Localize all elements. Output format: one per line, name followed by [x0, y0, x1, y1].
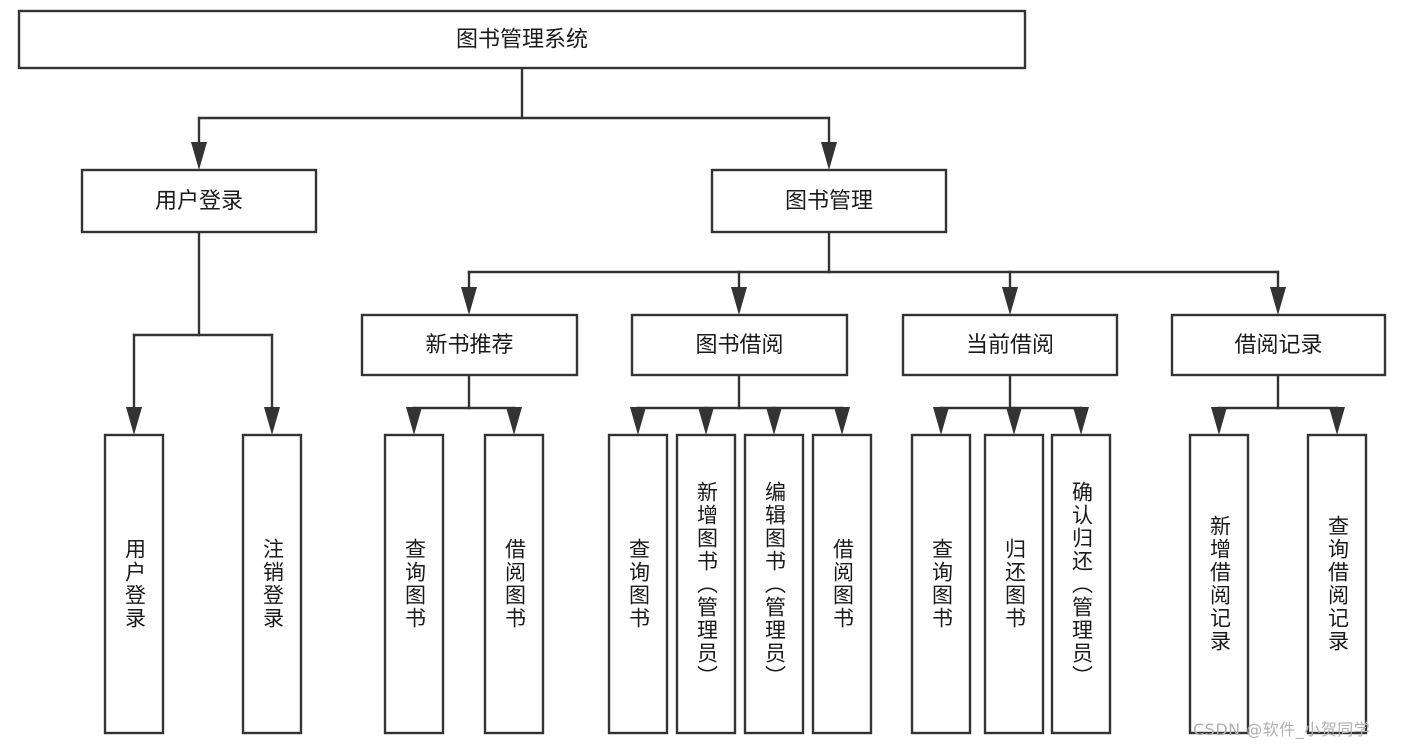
root-node-box[interactable] — [17, 9, 1027, 70]
level3-node-box[interactable] — [630, 313, 849, 377]
leaf-node-box[interactable] — [983, 433, 1045, 735]
connector-arrowhead-2 — [1002, 287, 1018, 315]
watermark-text: CSDN @软件_小贺同学 — [1193, 720, 1371, 739]
level2-node-label: 用户登录 — [155, 189, 243, 214]
leaf-node-box[interactable] — [383, 433, 445, 735]
root-node-0[interactable]: 图书管理系统 — [17, 9, 1027, 70]
leaf-node-4[interactable] — [607, 433, 669, 735]
level2-node-0[interactable]: 用户登录 — [80, 168, 318, 234]
connector-arrowhead-2 — [766, 407, 782, 435]
connector-group-6 — [1211, 373, 1345, 435]
connector-arrowhead-1 — [264, 407, 280, 435]
leaf-node-5[interactable] — [675, 433, 737, 735]
leaf-node-2[interactable] — [383, 433, 445, 735]
leaf-node-7[interactable] — [811, 433, 873, 735]
connector-arrowhead-1 — [821, 142, 837, 170]
connector-group-4 — [630, 373, 850, 435]
connector-arrowhead-3 — [834, 407, 850, 435]
leaf-node-6[interactable] — [743, 433, 805, 735]
connector-arrowhead-0 — [126, 407, 142, 435]
leaf-node-10[interactable] — [1050, 433, 1112, 735]
connector-arrowhead-3 — [1270, 287, 1286, 315]
leaf-node-box[interactable] — [743, 433, 805, 735]
leaf-node-box[interactable] — [1188, 433, 1250, 735]
connector-arrowhead-0 — [933, 407, 949, 435]
level3-node-label: 借阅记录 — [1234, 333, 1322, 358]
connector-group-1 — [126, 230, 280, 435]
leaf-node-box[interactable] — [675, 433, 737, 735]
leaf-node-9[interactable] — [983, 433, 1045, 735]
leaf-node-3[interactable] — [483, 433, 545, 735]
level2-node-box[interactable] — [80, 168, 318, 234]
connector-arrowhead-1 — [1006, 407, 1022, 435]
connector-layer — [126, 66, 1345, 435]
connector-arrowhead-0 — [630, 407, 646, 435]
connector-group-5 — [933, 373, 1089, 435]
connector-arrowhead-1 — [506, 407, 522, 435]
leaf-node-box[interactable] — [910, 433, 972, 735]
level3-node-1[interactable]: 图书借阅 — [630, 313, 849, 377]
level3-node-box[interactable] — [1170, 313, 1387, 377]
connector-group-0 — [191, 66, 837, 170]
level3-node-3[interactable]: 借阅记录 — [1170, 313, 1387, 377]
connector-arrowhead-0 — [191, 142, 207, 170]
level3-node-box[interactable] — [901, 313, 1119, 377]
leaf-node-8[interactable] — [910, 433, 972, 735]
connector-group-3 — [406, 373, 522, 435]
level3-node-label: 图书借阅 — [695, 333, 783, 358]
leaf-node-box[interactable] — [241, 433, 303, 735]
leaf-node-11[interactable] — [1188, 433, 1250, 735]
leaf-node-1[interactable] — [241, 433, 303, 735]
leaf-node-0[interactable] — [103, 433, 165, 735]
connector-arrowhead-0 — [461, 287, 477, 315]
level3-node-0[interactable]: 新书推荐 — [360, 313, 579, 377]
connector-arrowhead-1 — [731, 287, 747, 315]
connector-group-2 — [461, 230, 1286, 315]
level3-node-label: 当前借阅 — [966, 333, 1054, 358]
level2-node-box[interactable] — [710, 168, 948, 234]
connector-arrowhead-1 — [1329, 407, 1345, 435]
connector-arrowhead-0 — [406, 407, 422, 435]
connector-arrowhead-2 — [1073, 407, 1089, 435]
level3-node-2[interactable]: 当前借阅 — [901, 313, 1119, 377]
level3-node-box[interactable] — [360, 313, 579, 377]
connector-arrowhead-0 — [1211, 407, 1227, 435]
leaf-node-box[interactable] — [607, 433, 669, 735]
level2-node-1[interactable]: 图书管理 — [710, 168, 948, 234]
leaf-node-box[interactable] — [811, 433, 873, 735]
level3-node-label: 新书推荐 — [425, 333, 513, 358]
leaf-node-box[interactable] — [1050, 433, 1112, 735]
level2-node-label: 图书管理 — [785, 189, 873, 214]
leaf-node-12[interactable] — [1306, 433, 1368, 735]
leaf-node-box[interactable] — [103, 433, 165, 735]
leaf-node-box[interactable] — [1306, 433, 1368, 735]
connector-arrowhead-1 — [698, 407, 714, 435]
leaf-node-box[interactable] — [483, 433, 545, 735]
root-node-label: 图书管理系统 — [456, 28, 588, 53]
